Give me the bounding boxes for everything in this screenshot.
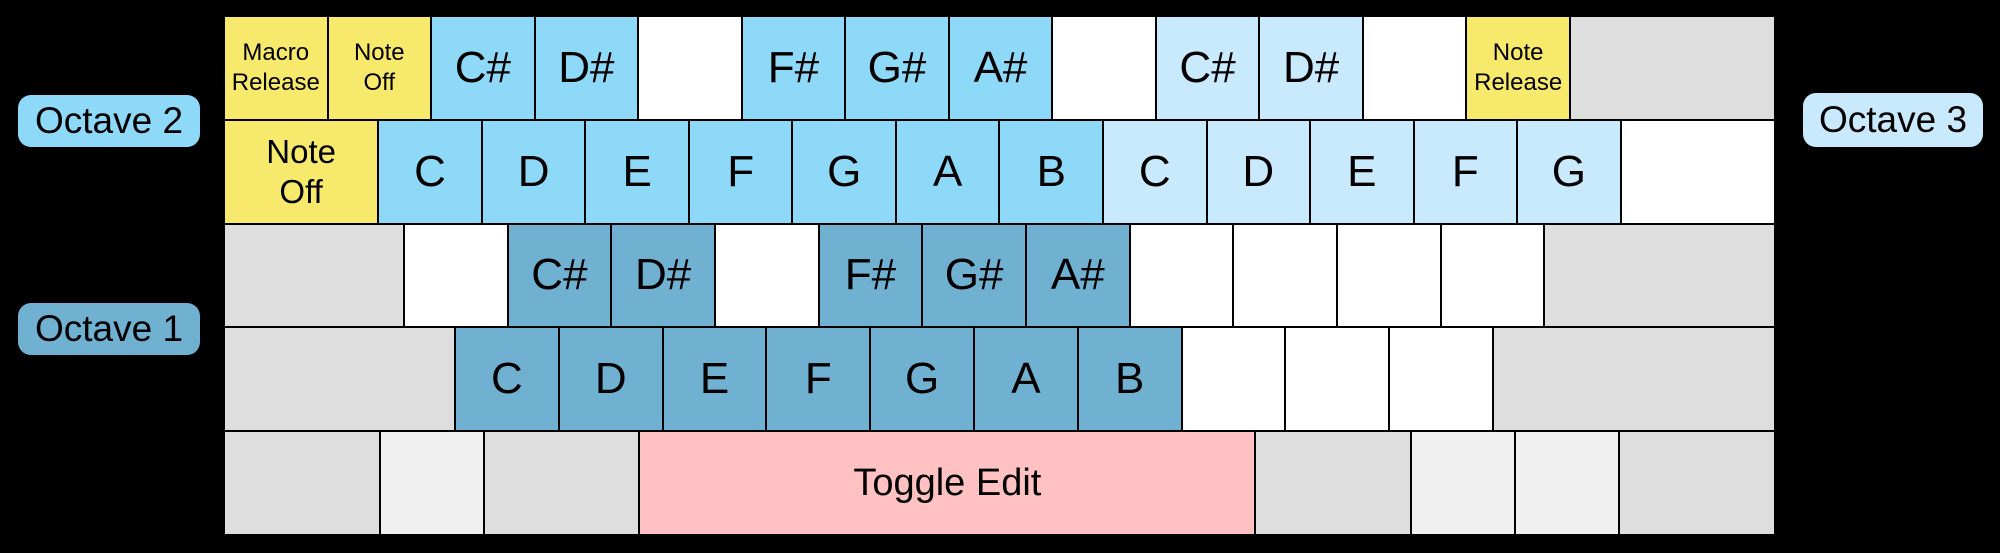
key-backspace-unmapped [1570, 17, 1774, 119]
key-macro-release: Macro Release [225, 17, 327, 119]
key-blank-slash [1390, 328, 1493, 431]
key-lalt-unmapped [484, 432, 639, 534]
key-blank-row1-b [1053, 17, 1155, 119]
octave-3-label: Octave 3 [1803, 93, 1983, 147]
key-e-oct3: E [1311, 120, 1413, 223]
key-g-oct2: G [793, 120, 895, 223]
key-e-oct1: E [663, 328, 766, 431]
keyboard-row-space: Toggle Edit [225, 432, 1774, 534]
key-rctrl-unmapped [1620, 432, 1774, 534]
key-fsharp-oct1: F# [819, 224, 922, 327]
key-blank-backslash [1621, 120, 1774, 223]
key-d-oct2: D [482, 120, 585, 223]
key-csharp-oct2: C# [432, 17, 534, 119]
key-gsharp-oct1: G# [923, 224, 1025, 327]
key-blank-period [1286, 328, 1389, 431]
key-c-oct3: C [1104, 120, 1206, 223]
octave-2-label: Octave 2 [18, 95, 200, 147]
key-d-oct3: D [1207, 120, 1310, 223]
key-note-release: Note Release [1467, 17, 1569, 119]
key-blank-l [1234, 224, 1336, 327]
key-dsharp-oct3: D# [1260, 17, 1362, 119]
key-a-oct2: A [896, 120, 999, 223]
keyboard-row-home: C#D# F#G#A# [225, 224, 1775, 327]
key-blank-semicolon [1337, 224, 1440, 327]
key-f-oct1: F [767, 328, 870, 431]
key-fsharp-oct2: F# [742, 17, 845, 119]
key-lwin-unmapped [380, 432, 483, 534]
key-blank-a [404, 224, 507, 327]
key-note-off-top: Note Off [328, 17, 431, 119]
key-capslock-unmapped [225, 224, 403, 327]
octave-1-label: Octave 1 [18, 303, 200, 355]
key-gsharp-oct2: G# [846, 17, 948, 119]
key-blank-row1-c [1363, 17, 1466, 119]
key-b-oct2: B [1000, 120, 1103, 223]
key-a-oct1: A [975, 328, 1077, 431]
key-asharp-oct1: A# [1026, 224, 1129, 327]
key-menu-unmapped [1516, 432, 1619, 534]
key-rshift-unmapped [1494, 328, 1774, 431]
key-space-toggle-edit: Toggle Edit [640, 432, 1255, 534]
key-d-oct1: D [559, 328, 662, 431]
key-lctrl-unmapped [225, 432, 379, 534]
key-csharp-oct1: C# [508, 224, 611, 327]
key-dsharp-oct1: D# [612, 224, 714, 327]
key-f-oct2: F [689, 120, 792, 223]
key-rwin-unmapped [1411, 432, 1515, 534]
key-blank-f [715, 224, 818, 327]
key-blank-quote [1441, 224, 1544, 327]
key-asharp-oct2: A# [949, 17, 1052, 119]
key-c-oct1: C [456, 328, 558, 431]
key-lshift-unmapped [225, 328, 455, 431]
key-g-oct1: G [871, 328, 974, 431]
key-dsharp-oct2: D# [535, 17, 638, 119]
key-csharp-oct3: C# [1156, 17, 1259, 119]
key-c-oct2: C [379, 120, 481, 223]
key-blank-row1-a [639, 17, 741, 119]
key-note-off-tab: Note Off [225, 120, 378, 223]
key-g-oct3: G [1518, 120, 1620, 223]
key-b-oct1: B [1078, 328, 1181, 431]
key-blank-k [1130, 224, 1233, 327]
key-ralt-unmapped [1256, 432, 1410, 534]
key-blank-comma [1182, 328, 1285, 431]
key-e-oct2: E [586, 120, 688, 223]
key-f-oct3: F [1414, 120, 1517, 223]
key-enter-unmapped [1545, 224, 1775, 327]
